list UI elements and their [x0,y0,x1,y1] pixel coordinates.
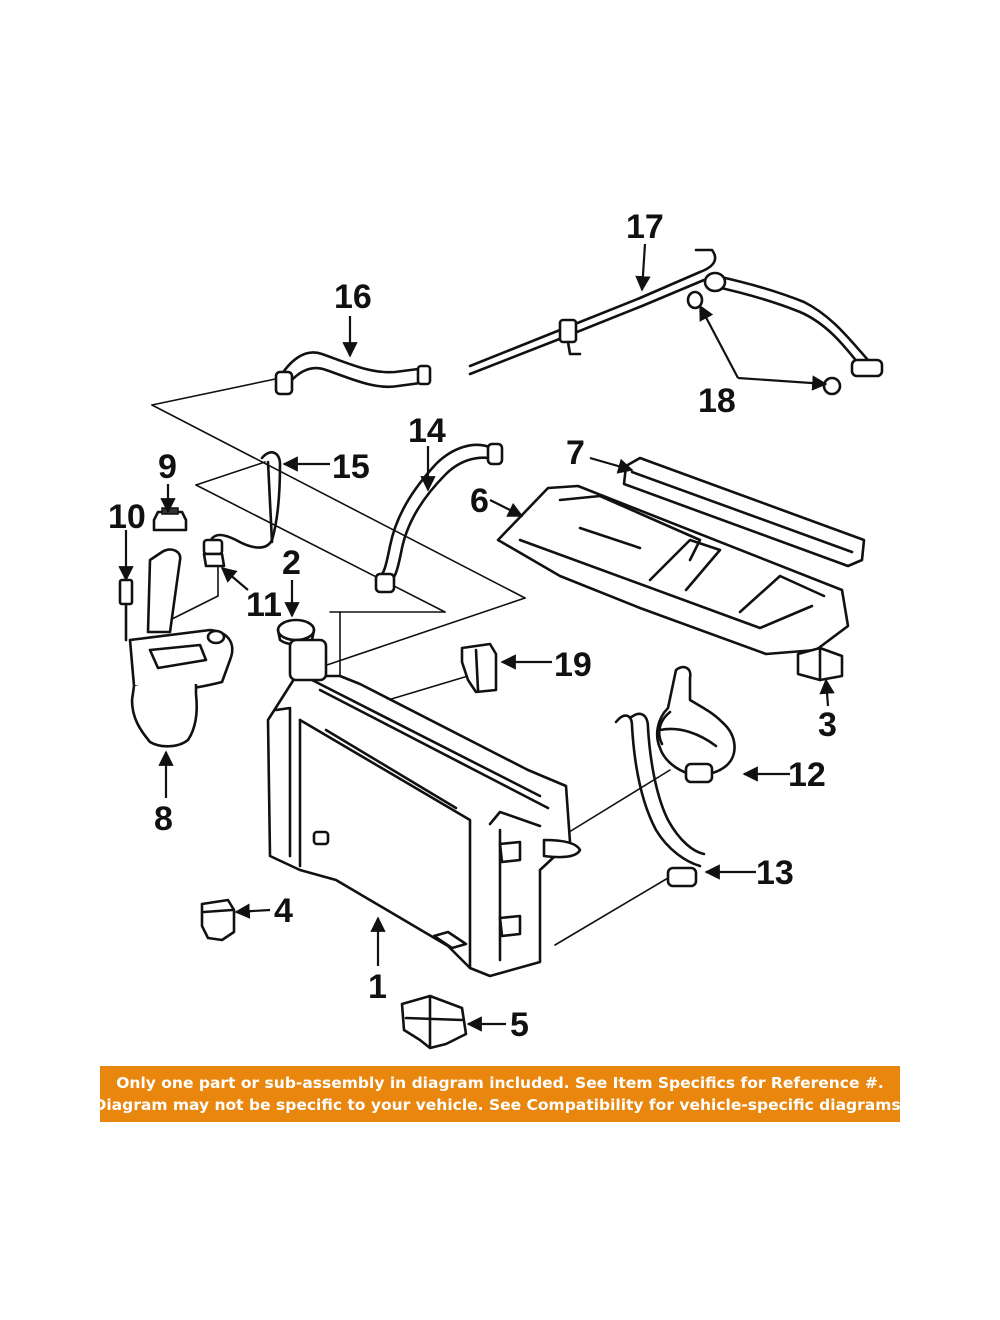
callout-7: 7 [566,434,585,472]
callout-16: 16 [334,278,372,316]
callout-15: 15 [332,448,370,486]
level-sensor [118,578,134,642]
callout-8: 8 [154,800,173,838]
disclaimer-line-2: Diagram may not be specific to your vehi… [93,1096,907,1114]
callout-10: 10 [108,498,146,536]
upper-bracket [460,642,498,694]
callout-11: 11 [246,586,282,624]
callout-19: 19 [554,646,592,684]
seal-strip [622,456,866,568]
mount-cushion [200,898,236,942]
callout-18: 18 [698,382,736,420]
side-bracket [796,646,844,682]
bypass-pipe [468,248,884,396]
disclaimer-banner: Only one part or sub-assembly in diagram… [93,1066,907,1122]
lower-hose [614,712,706,888]
callout-4: 4 [274,892,293,930]
disclaimer-line-1: Only one part or sub-assembly in diagram… [116,1074,884,1092]
callout-17: 17 [626,208,664,246]
callout-13: 13 [756,854,794,892]
outlet-hose [655,665,736,784]
leader-arrows [118,243,835,1032]
callout-9: 9 [158,448,177,486]
reservoir-cap [152,507,188,532]
callout-2: 2 [282,544,301,582]
lower-baffle [496,484,850,656]
inlet-hose [374,442,504,594]
radiator [266,638,582,978]
overflow-hose [202,451,282,556]
callout-1: 1 [368,968,387,1006]
callout-5: 5 [510,1006,529,1044]
lower-bracket [400,994,468,1050]
callout-6: 6 [470,482,489,520]
callout-14: 14 [408,412,446,450]
callout-3: 3 [818,706,837,744]
coolant-reservoir [128,548,234,748]
callout-labels: 1 2 3 4 5 6 7 8 9 10 11 12 13 14 15 16 1… [108,208,837,1044]
upper-radiator-hose [274,351,432,396]
hose-grommet [202,552,226,568]
callout-12: 12 [788,756,826,794]
